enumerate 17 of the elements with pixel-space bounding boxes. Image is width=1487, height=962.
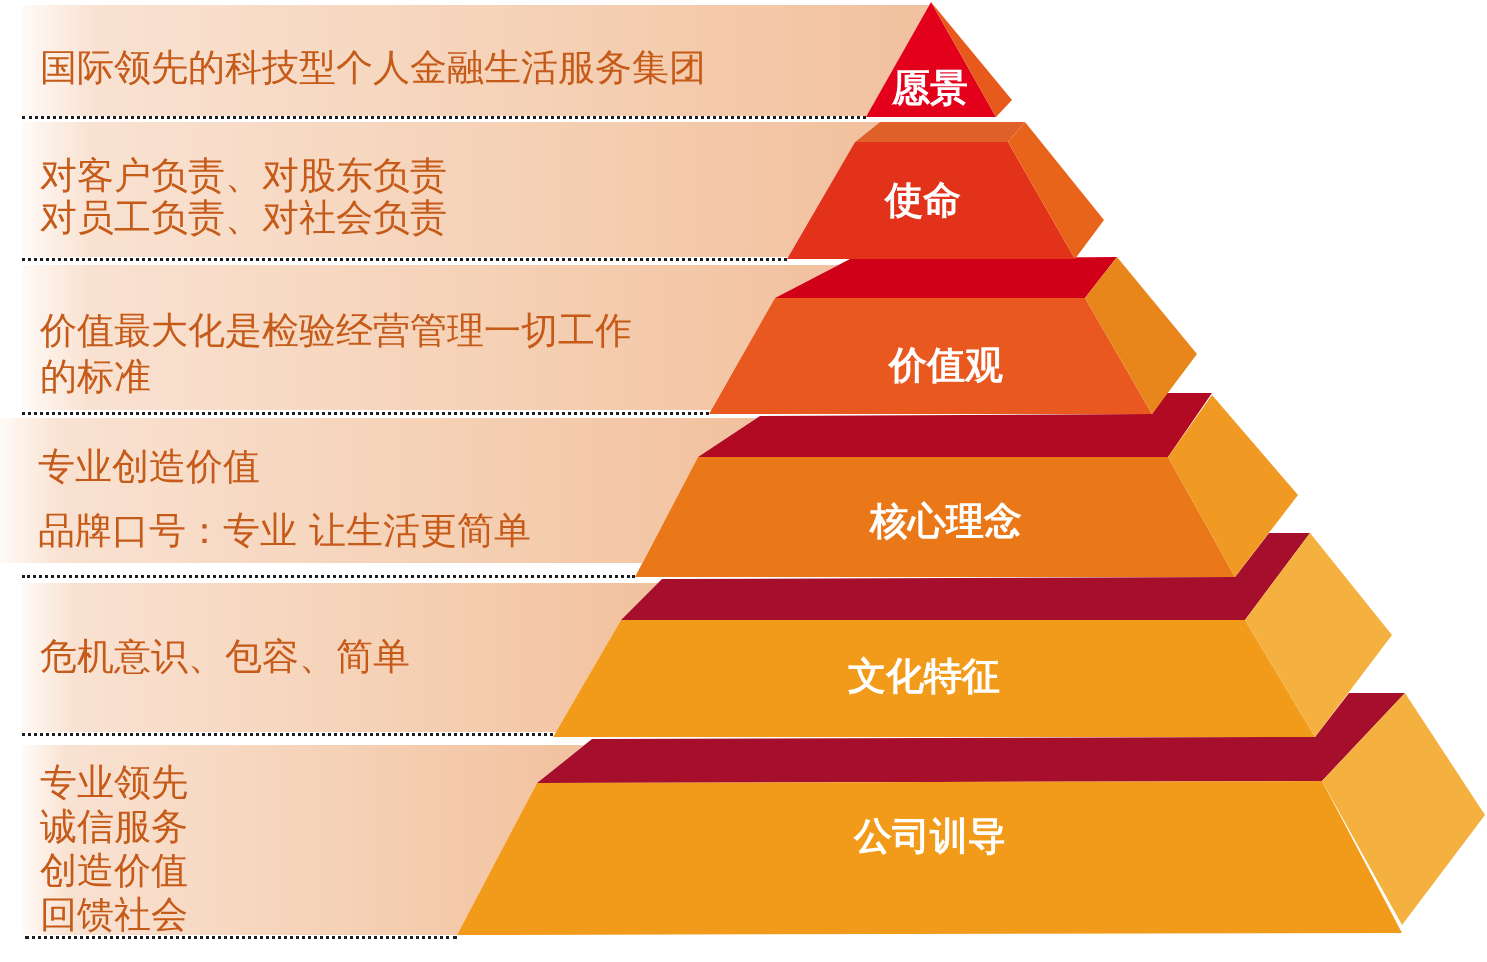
band-text: 专业领先 [40,761,188,805]
tier-label: 使命 [885,177,961,223]
band-text: 对员工负责、对社会负责 [40,197,447,239]
tier-label: 公司训导 [854,813,1006,859]
tier-label: 价值观 [889,342,1003,388]
band-text: 创造价值 [40,849,188,893]
tier-label: 文化特征 [848,653,1000,699]
band-text: 品牌口号：专业 让生活更简单 [38,509,531,553]
band-text: 对客户负责、对股东负责 [40,155,447,197]
band-text: 专业创造价值 [38,445,260,489]
band-text: 危机意识、包容、简单 [40,635,410,679]
band-text: 价值最大化是检验经营管理一切工作的标准 [40,308,633,400]
tier-label: 核心理念 [870,498,1022,544]
band-text: 回馈社会 [40,893,188,937]
band-text: 诚信服务 [40,805,188,849]
tier-label: 愿景 [892,65,968,111]
band-text: 国际领先的科技型个人金融生活服务集团 [40,46,706,90]
